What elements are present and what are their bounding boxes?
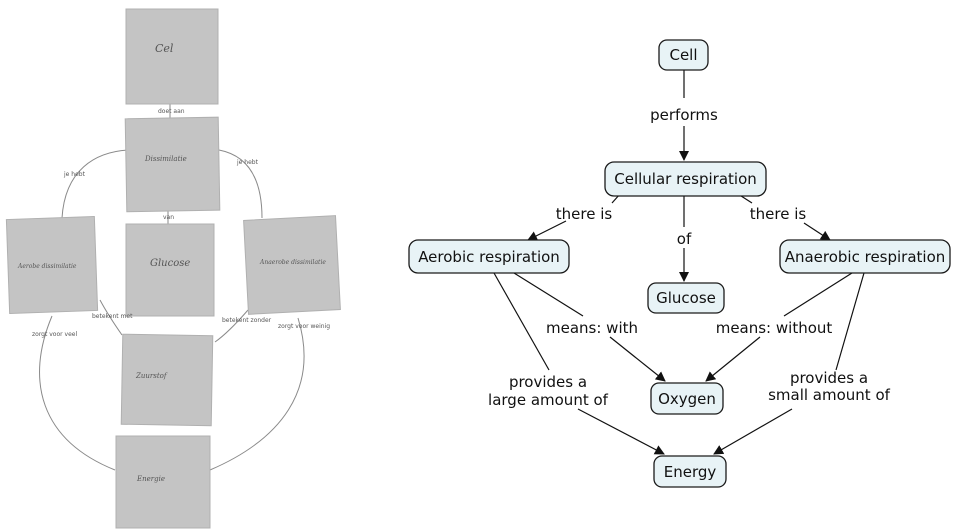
edge-there-is-aerobic: [527, 220, 567, 241]
node-anaerobic-respiration-label: Anaerobic respiration: [785, 248, 946, 266]
sketch-label-energy: Energie: [136, 475, 165, 483]
link-label-there-is-right: there is: [750, 205, 807, 223]
node-oxygen: Oxygen: [650, 382, 724, 415]
node-cell: Cell: [658, 39, 709, 71]
sketch-link-glucose: van: [163, 214, 174, 221]
node-energy: Energy: [653, 455, 727, 488]
link-label-provides-small-2: small amount of: [768, 386, 891, 404]
sketch-edge-dissimilation-aerobic: [61, 149, 129, 219]
handwritten-concept-map: Cel Dissimilatie Glucose Aerobe dissimil…: [0, 0, 350, 530]
node-cell-label: Cell: [669, 46, 697, 64]
sketch-label-glucose: Glucose: [150, 258, 190, 269]
edge-means-without-oxygen: [705, 336, 761, 382]
edge-provides-small-energy: [713, 408, 793, 455]
link-label-there-is-left: there is: [556, 205, 613, 223]
sketch-edge-aerobic-energy: [39, 315, 116, 471]
link-label-provides-large-2: large amount of: [488, 391, 609, 409]
sketch-link-anaerobic-energy: zorgt voor weinig: [278, 323, 330, 330]
node-cellular-respiration: Cellular respiration: [604, 161, 767, 197]
sketch-link-cell-dissimilation: doet aan: [158, 108, 185, 115]
sketch-edge-anaerobic-oxygen: [214, 309, 249, 343]
sketch-label-anaerobic: Anaerobe dissimilatie: [259, 259, 326, 266]
sketch-box-energy: [115, 435, 211, 529]
sketch-box-oxygen: [120, 333, 214, 427]
link-label-means-with: means: with: [546, 319, 638, 337]
edge-there-is-anaerobic: [803, 222, 831, 241]
sketch-link-aerobic-energy: zorgt voor veel: [32, 331, 77, 338]
edge-aerobic-means-with: [513, 272, 584, 317]
node-anaerobic-respiration: Anaerobic respiration: [779, 239, 951, 274]
sketch-edge-aerobic-oxygen: [99, 299, 123, 336]
sketch-box-glucose: [125, 223, 215, 317]
node-oxygen-label: Oxygen: [658, 390, 716, 408]
sketch-box-anaerobic: [243, 215, 341, 315]
node-aerobic-respiration: Aerobic respiration: [408, 239, 570, 274]
sketch-link-left-branch: je hebt: [63, 171, 86, 178]
edge-means-with-oxygen: [609, 336, 666, 382]
link-label-provides-large-1: provides a: [509, 373, 587, 391]
edge-anaerobic-provides-small: [835, 272, 865, 371]
link-label-performs: performs: [650, 106, 718, 124]
edge-provides-large-energy: [577, 408, 665, 455]
handwritten-map-canvas: Cel Dissimilatie Glucose Aerobe dissimil…: [5, 8, 341, 529]
node-glucose: Glucose: [647, 282, 725, 314]
link-label-means-without: means: without: [716, 319, 833, 337]
sketch-link-right-branch: je hebt: [236, 159, 259, 166]
digital-concept-map: performs there is of there is means: wit…: [350, 0, 954, 530]
link-label-of: of: [677, 230, 692, 248]
sketch-label-oxygen: Zuurstof: [135, 372, 168, 380]
concept-map-canvas: performs there is of there is means: wit…: [408, 39, 951, 488]
node-energy-label: Energy: [664, 463, 717, 481]
edge-aerobic-provides-large: [493, 272, 550, 371]
sketch-link-aerobic-oxygen: betekent met: [92, 313, 133, 320]
sketch-box-aerobic: [5, 215, 99, 315]
node-cellular-respiration-label: Cellular respiration: [614, 170, 757, 188]
sketch-label-cell: Cel: [155, 42, 174, 55]
edge-anaerobic-means-without: [783, 272, 853, 317]
sketch-edge-dissimilation-anaerobic: [218, 149, 263, 219]
sketch-label-dissimilation: Dissimilatie: [144, 155, 187, 163]
sketch-box-dissimilation: [124, 116, 221, 213]
sketch-label-aerobic: Aerobe dissimilatie: [17, 263, 77, 270]
link-label-provides-small-1: provides a: [790, 369, 868, 387]
sketch-link-anaerobic-oxygen: betekent zonder: [222, 317, 272, 324]
sketch-edge-anaerobic-energy: [209, 317, 305, 471]
node-aerobic-respiration-label: Aerobic respiration: [418, 248, 560, 266]
node-glucose-label: Glucose: [656, 289, 716, 307]
sketch-box-cell: [125, 8, 219, 105]
